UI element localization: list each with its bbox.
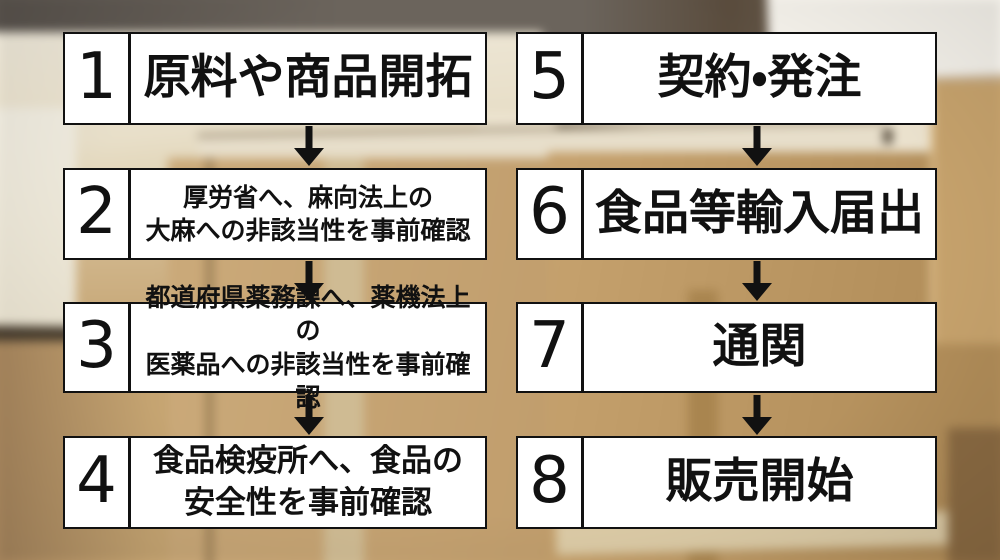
step-label-line: 大麻への非該当性を事前確認 [145, 216, 471, 245]
step-label: 契約・発注 [584, 34, 935, 123]
step-label-line: 販売開始 [665, 454, 854, 510]
step-box-3: 3 都道府県薬務課へ、薬機法上の 医薬品への非該当性を事前確認 [63, 283, 487, 413]
arrow-down-icon [294, 126, 324, 166]
step-number: 2 [65, 170, 131, 258]
step-label: 厚労省へ、麻向法上の 大麻への非該当性を事前確認 [131, 170, 485, 258]
step-label: 原料や商品開拓 [131, 34, 485, 123]
step-label: 通関 [584, 304, 935, 391]
step-label: 都道府県薬務課へ、薬機法上の 医薬品への非該当性を事前確認 [131, 283, 485, 413]
step-label-line: 通関 [712, 319, 807, 375]
step-number: 8 [518, 438, 584, 527]
step-label: 食品等輸入届出 [584, 170, 935, 258]
step-number: 3 [65, 304, 131, 391]
step-box-2: 2 厚労省へ、麻向法上の 大麻への非該当性を事前確認 [63, 168, 487, 260]
arrow-down-icon [742, 261, 772, 301]
step-number: 6 [518, 170, 584, 258]
arrow-down-icon [294, 261, 324, 301]
step-label-line: 契約・発注 [657, 50, 862, 106]
arrow-down-icon [742, 395, 772, 435]
step-label: 販売開始 [584, 438, 935, 527]
step-box-1: 1 原料や商品開拓 [63, 32, 487, 125]
step-label-line: 食品等輸入届出 [595, 185, 924, 241]
step-label-line: 安全性を事前確認 [184, 484, 432, 521]
shadow-corner [948, 428, 1000, 560]
step-label-line: 厚労省へ、麻向法上の [182, 182, 433, 212]
step-number: 7 [518, 304, 584, 391]
step-box-8: 8 販売開始 [516, 436, 937, 529]
step-label-line: 原料や商品開拓 [143, 50, 473, 106]
step-label: 食品検疫所へ、食品の 安全性を事前確認 [131, 438, 485, 527]
arrow-down-icon [742, 126, 772, 166]
step-box-6: 6 食品等輸入届出 [516, 168, 937, 260]
step-label-line: 食品検疫所へ、食品の [153, 442, 463, 479]
step-box-7: 7 通関 [516, 302, 937, 393]
step-box-5: 5 契約・発注 [516, 32, 937, 125]
step-box-4: 4 食品検疫所へ、食品の 安全性を事前確認 [63, 436, 487, 529]
step-number: 4 [65, 438, 131, 527]
step-number: 1 [65, 34, 131, 123]
arrow-down-icon [294, 395, 324, 435]
step-number: 5 [518, 34, 584, 123]
